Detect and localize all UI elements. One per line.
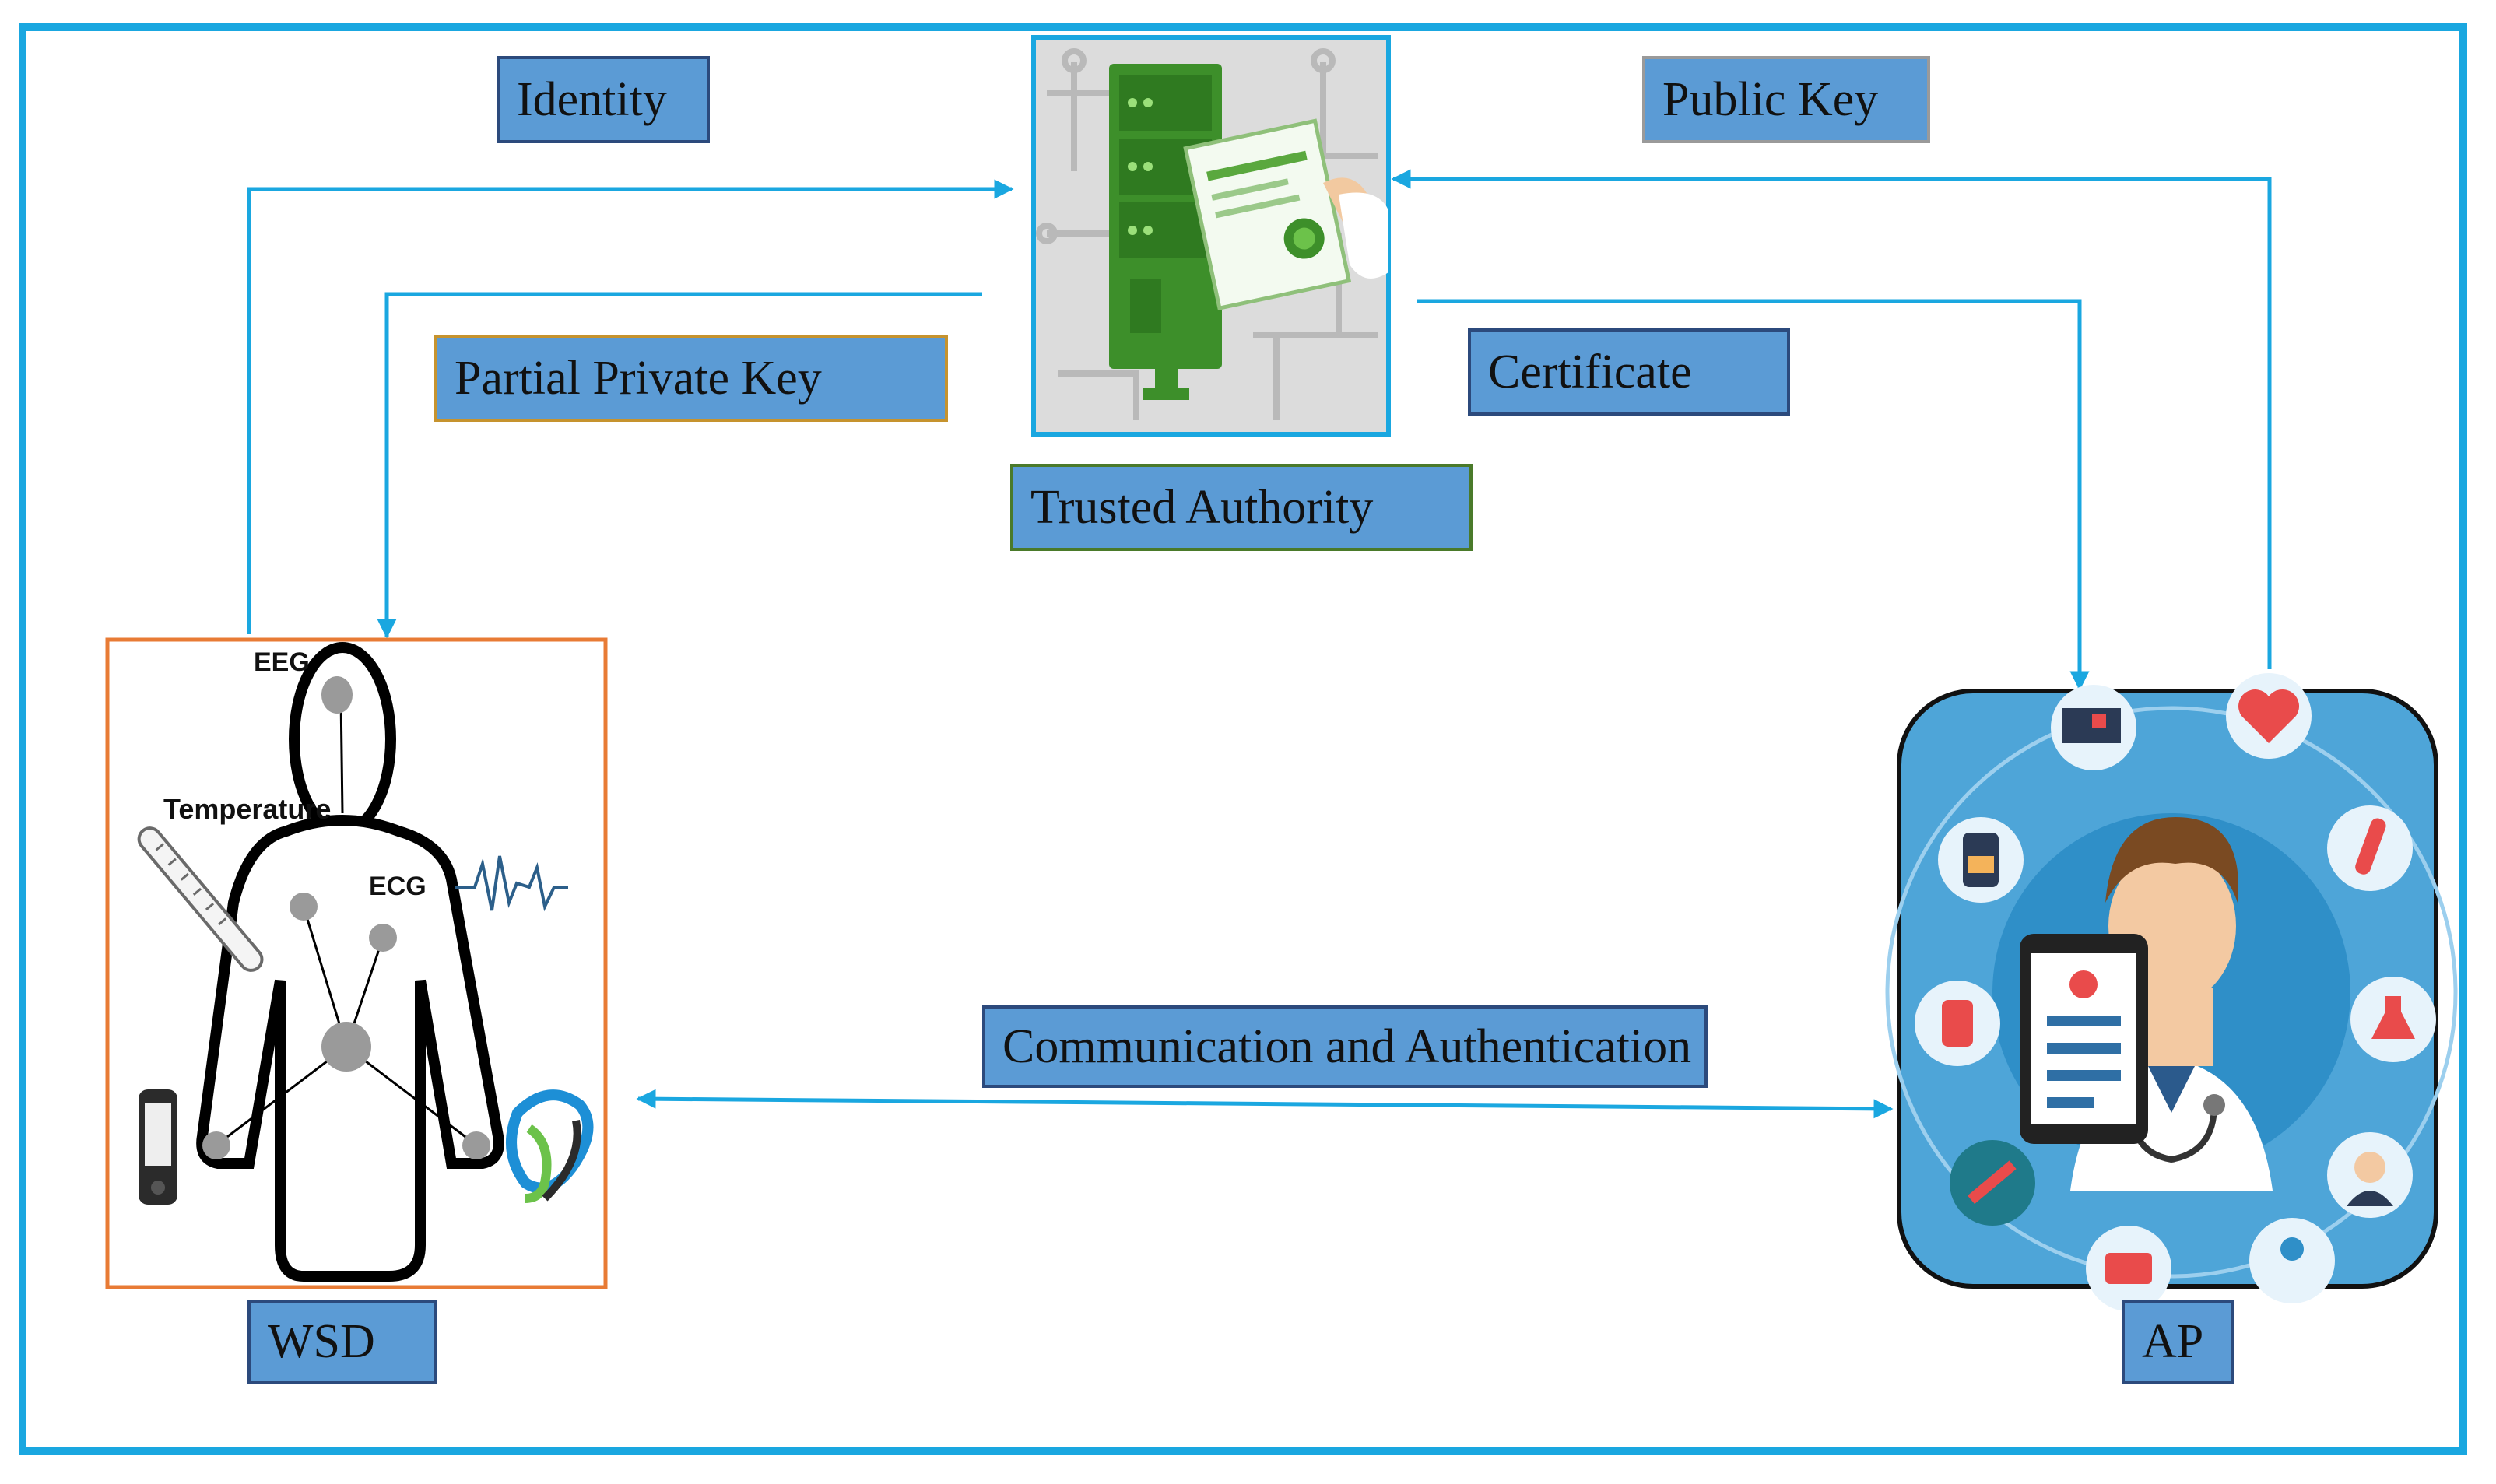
blood-bag-icon [1915, 981, 2000, 1066]
arrow-identity [247, 179, 1014, 634]
test-tube-icon [2327, 805, 2413, 891]
trusted-authority-image [1031, 35, 1391, 437]
ap-label: AP [2122, 1300, 2234, 1384]
identity-label: Identity [497, 56, 710, 143]
arrow-communication [636, 1089, 1894, 1119]
public-key-label: Public Key [1642, 56, 1930, 143]
sensor-label-eeg: EEG [254, 647, 310, 677]
body-sensor-icon [196, 642, 504, 1282]
first-aid-kit-icon [2086, 1226, 2171, 1311]
arrow-public-key [1391, 169, 2272, 669]
syringe-icon [1950, 1140, 2035, 1226]
flask-icon [2350, 977, 2436, 1062]
doctor-tablet-icon [2020, 817, 2273, 1191]
heart-icon [2226, 673, 2312, 759]
nurse-icon [2327, 1132, 2413, 1218]
medicine-bottle-icon [1938, 817, 2024, 903]
trusted-authority-label: Trusted Authority [1010, 464, 1473, 551]
sensor-label-temperature: Temperature [163, 793, 331, 825]
sensor-label-ecg: ECG [369, 872, 427, 901]
communication-label: Communication and Authentication [982, 1005, 1708, 1088]
ambulance-icon [2051, 685, 2136, 770]
wsd-label: WSD [247, 1300, 437, 1384]
ap-image [1885, 673, 2458, 1311]
arrow-partial-private-key [377, 292, 982, 639]
ecg-wave-icon [455, 855, 568, 912]
phone-icon [139, 1089, 177, 1205]
patient-icon [2249, 1218, 2335, 1303]
thermometer-icon [137, 826, 264, 972]
arrow-certificate [1417, 299, 2090, 691]
wristband-icon [506, 1089, 594, 1203]
wsd-image [105, 637, 608, 1289]
certificate-label: Certificate [1468, 328, 1790, 416]
diagram-frame [19, 23, 2467, 1455]
server-certificate-icon [1109, 64, 1388, 400]
partial-private-key-label: Partial Private Key [434, 335, 948, 422]
